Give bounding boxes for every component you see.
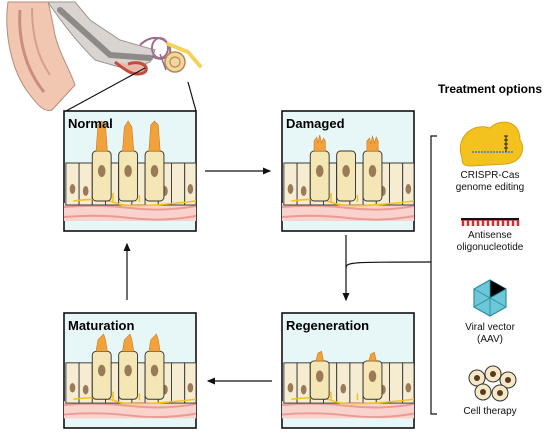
cell-cluster-icon xyxy=(468,365,517,402)
panel-damaged: Damaged xyxy=(281,110,415,232)
crispr-label-line1: CRISPR-Cas xyxy=(461,170,520,181)
maturing-bundle xyxy=(148,333,161,352)
viral-label-line2: (AAV) xyxy=(477,334,503,345)
viral-label-line1: Viral vector xyxy=(465,322,516,333)
panel-maturation: Maturation xyxy=(63,312,197,429)
ear-anatomy-illustration xyxy=(6,1,202,112)
antisense-label-line2: oligonucleotide xyxy=(457,242,524,253)
aav-virus-icon xyxy=(473,279,507,317)
antisense-oligonucleotide-icon xyxy=(461,218,520,226)
maturing-bundle xyxy=(122,333,135,352)
maturing-bundle xyxy=(95,333,108,352)
panel-title-maturation: Maturation xyxy=(68,318,135,333)
panel-regeneration: Regeneration xyxy=(281,312,415,429)
panel-normal: Normal xyxy=(63,110,197,232)
antisense-label-line1: Antisense xyxy=(468,230,512,241)
regrowing-bundle xyxy=(368,351,377,362)
panel-title-damaged: Damaged xyxy=(286,116,345,131)
crispr-cas-icon xyxy=(459,121,524,167)
panel-title-normal: Normal xyxy=(68,116,113,131)
cell-therapy-label: Cell therapy xyxy=(463,406,516,417)
treatment-options-title: Treatment options xyxy=(438,82,542,96)
damaged-bundle xyxy=(366,134,379,152)
regrowing-bundle xyxy=(315,350,324,362)
crispr-label-line2: genome editing xyxy=(456,182,524,193)
treatment-bracket xyxy=(345,135,437,415)
damaged-bundle xyxy=(313,134,326,152)
panel-title-regeneration: Regeneration xyxy=(286,318,369,333)
